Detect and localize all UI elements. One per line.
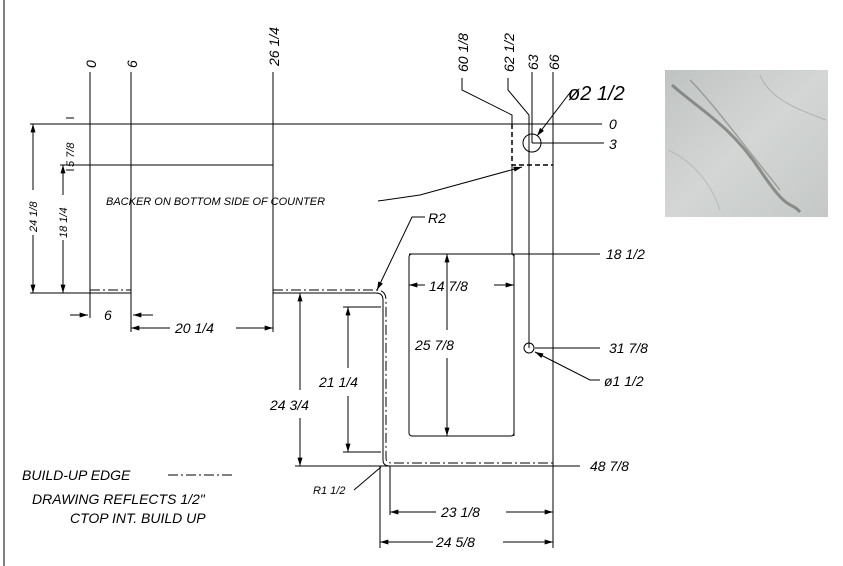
small-hole-leader (534, 351, 600, 381)
reflects-note: DRAWING REFLECTS 1/2" (32, 491, 206, 507)
faucet-hole (522, 133, 542, 153)
label-y3: 3 (609, 136, 617, 152)
small-hole (523, 342, 535, 354)
top-labels: 0 6 26 1/4 60 1/8 62 1/2 63 66 (83, 27, 562, 72)
backer-outline (511, 124, 553, 166)
backer-note: BACKER ON BOTTOM SIDE OF COUNTER (106, 196, 325, 208)
r1-5-label: R1 1/2 (313, 485, 345, 497)
label-y0: 0 (609, 116, 617, 132)
dim-20-1-4: 20 1/4 (174, 320, 214, 336)
label-x0: 0 (83, 60, 99, 68)
counter-outline (30, 289, 553, 467)
label-x63: 63 (525, 54, 541, 70)
backer-leader (377, 166, 523, 202)
dim-5-7-8: 5 7/8 (65, 142, 77, 167)
r2-label: R2 (428, 210, 446, 226)
small-hole-label: ø1 1/2 (604, 373, 644, 389)
faucet-hole-label: ø2 1/2 (568, 83, 625, 105)
dimension-lines (30, 117, 554, 548)
dim-23-1-8: 23 1/8 (440, 504, 480, 520)
vertical-reference-lines (89, 72, 554, 548)
dim-14-7-8: 14 7/8 (429, 278, 468, 294)
dim-24-3-4: 24 3/4 (269, 397, 309, 413)
label-y31: 31 7/8 (609, 340, 648, 356)
label-x60: 60 1/8 (455, 33, 471, 72)
horizontal-reference-lines (30, 123, 604, 467)
sink-cutout (408, 253, 515, 437)
ctop-note: CTOP INT. BUILD UP (70, 510, 206, 526)
dim-24-5-8: 24 5/8 (435, 534, 475, 550)
r1-5-leader (353, 466, 382, 491)
faucet-hole-leader (536, 89, 573, 137)
label-x66: 66 (546, 54, 562, 70)
buildup-note: BUILD-UP EDGE (22, 467, 131, 483)
r2-leader (376, 216, 425, 291)
label-x62: 62 1/2 (501, 33, 517, 72)
label-x26: 26 1/4 (266, 27, 282, 67)
label-x6: 6 (124, 60, 140, 68)
dim-18-1-4: 18 1/4 (58, 207, 70, 238)
dim-24-1-8: 24 1/8 (28, 201, 40, 233)
dim-6: 6 (104, 307, 112, 323)
dim-25-7-8: 25 7/8 (414, 337, 454, 353)
marble-swatch-image (665, 70, 828, 217)
dim-21-1-4: 21 1/4 (318, 374, 358, 390)
label-y48: 48 7/8 (590, 458, 629, 474)
label-y18: 18 1/2 (606, 246, 645, 262)
